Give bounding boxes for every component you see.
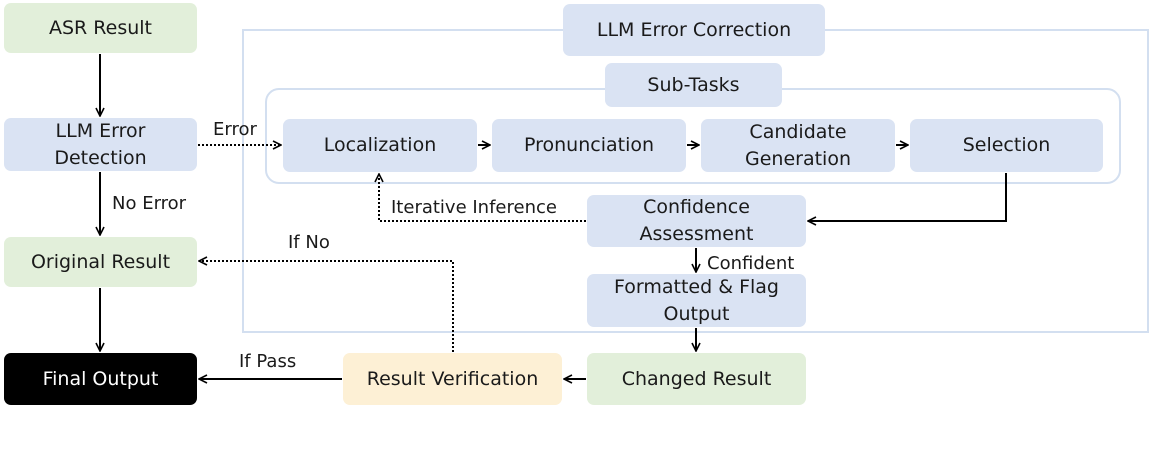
original-result-node: Original Result: [4, 237, 197, 287]
selection-node: Selection: [910, 119, 1103, 172]
result-verification-node: Result Verification: [343, 353, 562, 405]
no-error-edge-label: No Error: [112, 193, 187, 214]
confidence-assessment-node: Confidence Assessment: [587, 195, 806, 247]
final-output-node: Final Output: [4, 353, 197, 405]
confidence-assessment-label: Confidence Assessment: [639, 196, 754, 245]
confident-edge-label: Confident: [707, 253, 795, 274]
formatted-flag-output-node: Formatted & Flag Output: [587, 274, 806, 327]
asr-result-node: ASR Result: [4, 3, 197, 53]
candidate-generation-node: Candidate Generation: [701, 119, 895, 172]
error-edge-label: Error: [213, 119, 257, 140]
candidate-generation-label: Candidate Generation: [745, 120, 851, 170]
original-result-label: Original Result: [30, 250, 171, 273]
llm-error-correction-label: LLM Error Correction: [596, 18, 792, 41]
localization-node: Localization: [283, 119, 477, 172]
arrow-selection-to-confidence: [808, 173, 1007, 221]
arrow-if-no: [199, 261, 454, 352]
llm-error-detection-node: LLM Error Detection: [4, 118, 197, 171]
formatted-flag-output-label: Formatted & Flag Output: [614, 275, 779, 325]
llm-error-detection-label: LLM Error Detection: [54, 119, 147, 169]
changed-result-label: Changed Result: [621, 367, 772, 390]
pronunciation-node: Pronunciation: [492, 119, 686, 172]
asr-result-label: ASR Result: [48, 16, 152, 39]
llm-error-correction-node: LLM Error Correction: [563, 4, 825, 56]
iterative-inference-edge-label: Iterative Inference: [391, 197, 557, 218]
sub-tasks-label: Sub-Tasks: [647, 73, 740, 96]
result-verification-label: Result Verification: [366, 367, 539, 390]
if-pass-edge-label: If Pass: [239, 351, 297, 372]
selection-label: Selection: [962, 134, 1051, 156]
arrow-iterative-inference: [379, 174, 586, 222]
changed-result-node: Changed Result: [587, 353, 806, 405]
localization-label: Localization: [323, 134, 437, 156]
sub-tasks-node: Sub-Tasks: [605, 63, 782, 107]
if-no-edge-label: If No: [288, 232, 330, 253]
pronunciation-label: Pronunciation: [523, 134, 655, 156]
final-output-label: Final Output: [42, 367, 159, 390]
